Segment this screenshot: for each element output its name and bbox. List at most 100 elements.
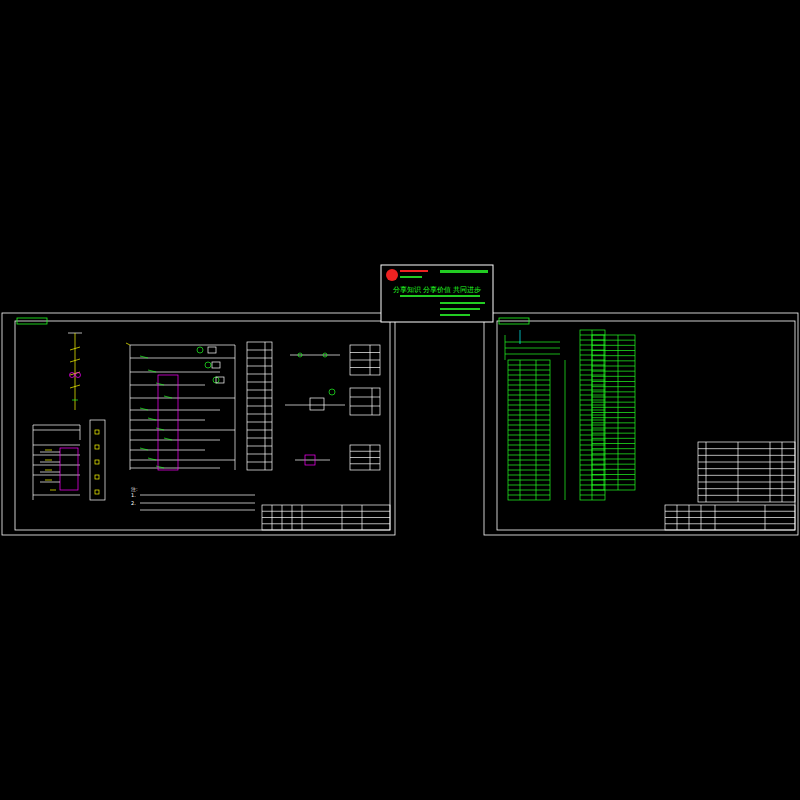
wire (505, 348, 560, 349)
table-rule (698, 468, 795, 469)
table-rule (580, 375, 605, 376)
wire (130, 430, 235, 431)
wire (130, 372, 220, 373)
table-rule (592, 459, 635, 460)
table-rule (508, 380, 550, 381)
note-line (140, 503, 255, 504)
table-rule (592, 402, 635, 403)
table-rule (580, 495, 605, 496)
table-rule (247, 350, 272, 351)
table-rule (738, 442, 739, 502)
cable-table (592, 335, 635, 490)
wire (505, 354, 560, 355)
sheet-border (497, 321, 795, 530)
deco-bar (440, 308, 480, 310)
table-rule (580, 435, 605, 436)
table-rule (247, 390, 272, 391)
coil-symbol (298, 353, 302, 357)
table-rule (580, 450, 605, 451)
watermark-slogan: 分享知识 分享价值 共同进步 (393, 285, 481, 295)
watermark-panel: 分享知识 分享价值 共同进步 (381, 265, 493, 322)
table-rule (592, 412, 635, 413)
table-rule (262, 517, 390, 518)
note-text: 注: (131, 487, 138, 492)
table-rule (350, 367, 380, 368)
deco-bar (400, 295, 480, 297)
table-rule (247, 454, 272, 455)
wire (130, 468, 220, 469)
coil-symbol (329, 389, 335, 395)
wire (130, 440, 220, 441)
table-rule (508, 460, 550, 461)
wire (290, 355, 340, 356)
title-block (262, 505, 390, 530)
table-rule (247, 414, 272, 415)
table-rule (508, 495, 550, 496)
table-rule (262, 523, 390, 524)
table-rule (592, 417, 635, 418)
table-rule (247, 438, 272, 439)
legend-table (350, 345, 380, 375)
table-rule (592, 386, 635, 387)
table-rule (592, 474, 635, 475)
wire (33, 495, 80, 496)
table-rule (508, 475, 550, 476)
table-rule (770, 442, 771, 502)
wire (33, 445, 80, 446)
terminal-table (247, 342, 272, 470)
wire (33, 425, 80, 426)
terminal-mark (95, 490, 99, 494)
table-rule (350, 406, 380, 407)
leader-line (520, 330, 521, 344)
terminal-mark (95, 460, 99, 464)
table-rule (592, 479, 635, 480)
frames (2, 313, 798, 535)
watermark-frame (381, 265, 493, 322)
table-rule (508, 410, 550, 411)
table-rule (508, 385, 550, 386)
table-rule (292, 505, 293, 530)
table-rule (580, 420, 605, 421)
table-rule (592, 484, 635, 485)
sheet-tag (499, 318, 529, 324)
table-rule (508, 435, 550, 436)
logo-bar (440, 270, 488, 273)
contact-symbol (140, 356, 148, 358)
table-rule (592, 469, 635, 470)
feeder-line (75, 333, 76, 410)
table-rule (580, 390, 605, 391)
table-rule (592, 345, 635, 346)
table-rule (508, 375, 550, 376)
table-rule (580, 380, 605, 381)
wire (130, 345, 235, 346)
table-rule (508, 450, 550, 451)
table-rule (698, 495, 795, 496)
table-rule (508, 430, 550, 431)
table-rule (592, 371, 635, 372)
contact-symbol (45, 470, 52, 471)
table-rule (580, 365, 605, 366)
table-rule (592, 443, 635, 444)
table-rule (592, 376, 635, 377)
table-rule (508, 485, 550, 486)
sheet-border (15, 321, 390, 530)
relay-coil (212, 362, 220, 368)
table-rule (350, 457, 380, 458)
table-rule (698, 462, 795, 463)
table-rule (765, 505, 766, 530)
table-rule (247, 382, 272, 383)
schematic-left (33, 333, 390, 530)
table-rule (508, 480, 550, 481)
table-rule (782, 442, 783, 502)
table-rule (698, 475, 795, 476)
table-rule (580, 385, 605, 386)
table-rule (508, 420, 550, 421)
table-rule (580, 415, 605, 416)
table-rule (350, 360, 380, 361)
table-rule (536, 360, 537, 500)
table-rule (701, 505, 702, 530)
sheet-frame (2, 313, 395, 535)
table-rule (247, 422, 272, 423)
table-rule (370, 345, 371, 375)
